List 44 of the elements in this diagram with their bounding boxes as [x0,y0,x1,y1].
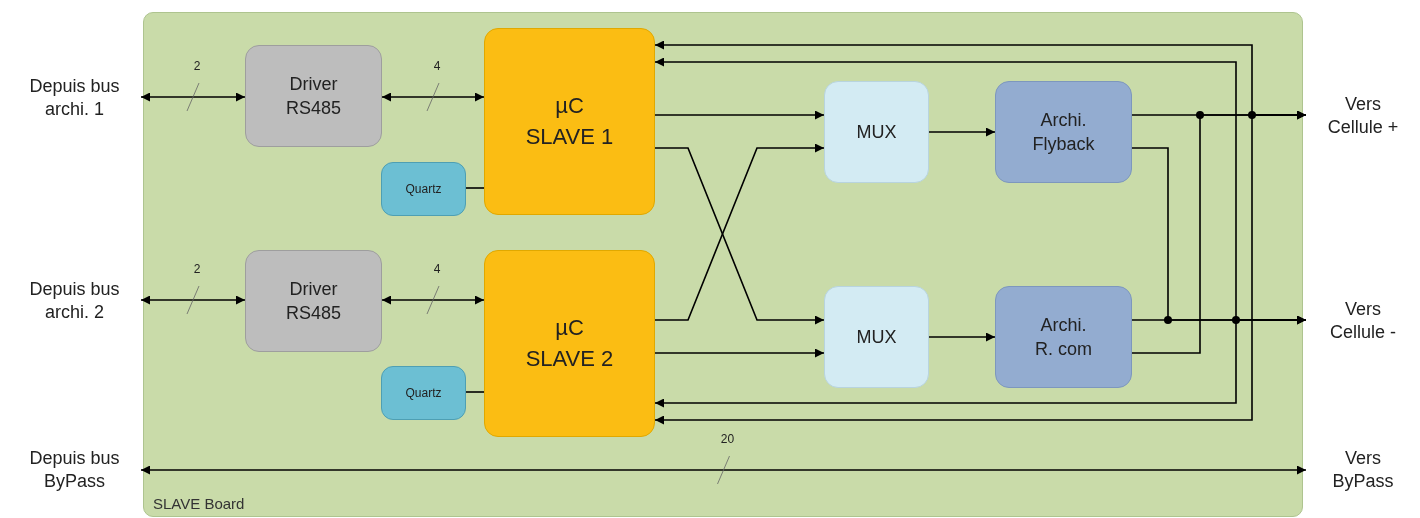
quartz-box [381,162,466,216]
port-label: Depuis bus archi. 2 [28,277,121,324]
driver-box [245,45,382,147]
quartz-box [381,366,466,420]
port-label: Depuis bus ByPass [28,446,121,493]
box-label: MUX [856,120,897,144]
box-label: Driver RS485 [284,72,342,120]
converter-box [995,81,1132,183]
edge-label: 2 [193,60,201,72]
port-label: Vers Cellule + [1326,92,1400,139]
port-label: Depuis bus archi. 1 [28,74,121,121]
connector-arrow [928,332,996,342]
microcontroller-box [484,250,655,437]
box-label: µC [555,313,584,342]
port-label: Vers Cellule - [1329,297,1397,344]
box-label: Quartz [405,385,442,402]
board-title: SLAVE Board [153,493,245,514]
box-label: Quartz [405,181,442,198]
box-label: Archi. R. com [1034,313,1093,361]
box-label: MUX [856,325,897,349]
connector-arrow [381,92,485,102]
connector-arrow [140,465,1307,475]
driver-box [245,250,382,352]
edge-label: 20 [720,433,735,445]
converter-box [995,286,1132,388]
connector-arrow [654,348,825,358]
mux-box [824,81,929,183]
box-label: Archi. Flyback [1031,108,1096,156]
edge-label: 4 [433,60,441,72]
box-label: SLAVE 1 [525,122,614,151]
edge-label: 4 [433,263,441,275]
mux-box [824,286,929,388]
box-label: µC [555,91,584,120]
connector-arrow [140,92,246,102]
port-label: Vers ByPass [1331,446,1395,493]
microcontroller-box [484,28,655,215]
edge-label: 2 [193,263,201,275]
connector-arrow [140,295,246,305]
connector-arrow [381,295,485,305]
box-label: SLAVE 2 [525,344,614,373]
connector-arrow [928,127,996,137]
connector-arrow [654,110,825,120]
box-label: Driver RS485 [284,277,342,325]
board-panel [143,12,1303,517]
